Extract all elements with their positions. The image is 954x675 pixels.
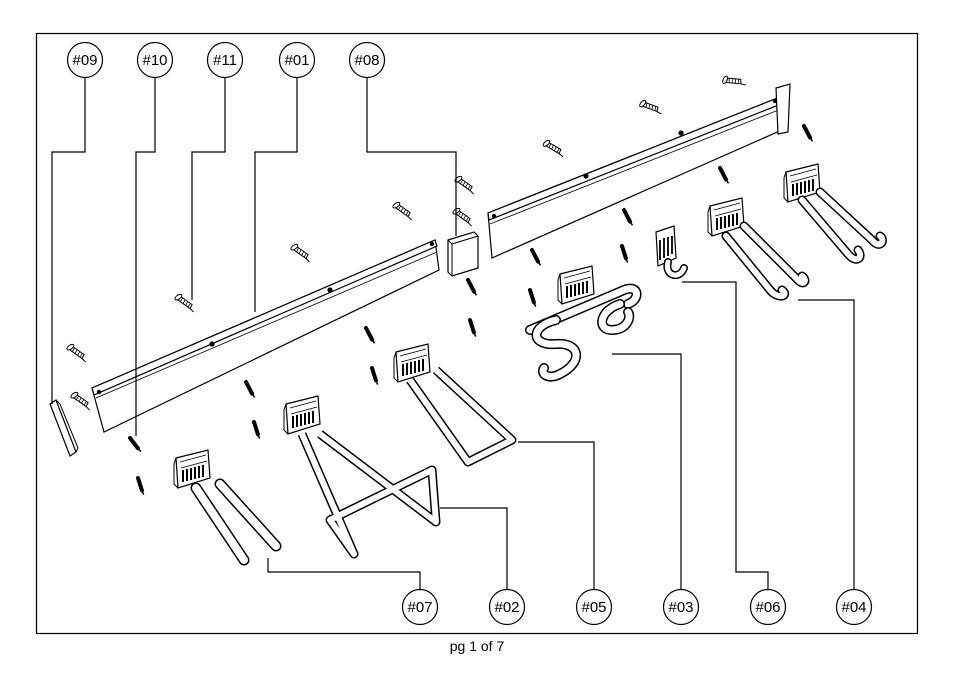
callout-08: #08: [350, 43, 385, 78]
callout-08-label: #08: [354, 52, 379, 69]
hook-04: [784, 164, 882, 259]
page-number: pg 1 of 7: [0, 638, 954, 654]
callout-11: #11: [208, 43, 243, 78]
callout-03-label: #03: [668, 599, 693, 616]
callout-04-label: #04: [841, 599, 866, 616]
callout-07-label: #07: [407, 599, 432, 616]
callout-07: #07: [403, 590, 438, 625]
leader-lines: [52, 78, 854, 590]
hook-06: [656, 226, 684, 275]
hook-07: [174, 450, 276, 560]
hook-large: [708, 198, 805, 296]
hook-05: [394, 344, 512, 462]
hook-02: [284, 396, 436, 554]
callout-02-label: #02: [494, 599, 519, 616]
callout-05-label: #05: [581, 599, 606, 616]
hook-03: [530, 266, 637, 376]
left-rail: [92, 240, 439, 432]
callout-05: #05: [577, 590, 612, 625]
callout-01: #01: [280, 43, 315, 78]
callout-01-label: #01: [284, 52, 309, 69]
callout-03: #03: [664, 590, 699, 625]
left-end-cap: [50, 400, 76, 456]
callout-09: #09: [68, 43, 103, 78]
callout-06-label: #06: [755, 599, 780, 616]
callout-11-label: #11: [213, 52, 237, 69]
callout-06: #06: [751, 590, 786, 625]
callout-02: #02: [490, 590, 525, 625]
callout-10-label: #10: [142, 52, 167, 69]
machine-screws: [127, 126, 817, 495]
callout-09-label: #09: [72, 52, 97, 69]
callout-10: #10: [138, 43, 173, 78]
callout-04: #04: [837, 590, 872, 625]
